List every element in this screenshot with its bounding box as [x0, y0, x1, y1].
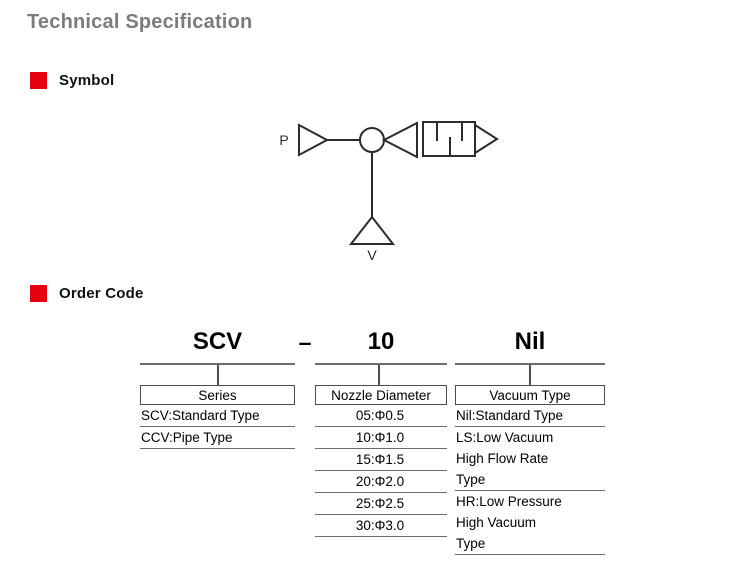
- order-code-column-series: Series SCV:Standard Type CCV:Pipe Type: [140, 385, 295, 449]
- column-header-series: Series: [140, 385, 295, 405]
- section-heading-order-code: Order Code: [30, 285, 144, 302]
- option-row: 05:Φ0.5: [315, 405, 447, 427]
- nozzle-circle-icon: [359, 127, 385, 153]
- order-code-column-nozzle-diameter: Nozzle Diameter 05:Φ0.5 10:Φ1.0 15:Φ1.5 …: [315, 385, 447, 537]
- option-row: 25:Φ2.5: [315, 493, 447, 515]
- option-row: 20:Φ2.0: [315, 471, 447, 493]
- column-body-nozzle-diameter: 05:Φ0.5 10:Φ1.0 15:Φ1.5 20:Φ2.0 25:Φ2.5 …: [315, 405, 447, 537]
- column-body-vacuum-type: Nil:Standard Type LS:Low Vacuum High Flo…: [455, 405, 605, 555]
- connector-stem-series: [217, 365, 219, 385]
- option-row: Type: [455, 533, 605, 555]
- diffuser-triangle-icon: [381, 121, 418, 159]
- vacuum-port-triangle-icon: [348, 215, 396, 245]
- section-heading-symbol: Symbol: [30, 72, 114, 89]
- section-label-order-code: Order Code: [59, 285, 144, 302]
- option-row: HR:Low Pressure: [456, 494, 562, 509]
- port-label-v: V: [367, 247, 377, 263]
- connector-stem-nozzle: [378, 365, 380, 385]
- code-rule-series: [140, 363, 295, 365]
- column-header-nozzle-diameter: Nozzle Diameter: [315, 385, 447, 405]
- option-row: 30:Φ3.0: [315, 515, 447, 537]
- vacuum-ejector-symbol-diagram: P V: [265, 105, 505, 265]
- page-title: Technical Specification: [27, 11, 253, 33]
- exhaust-triangle-icon: [474, 123, 499, 155]
- red-square-bullet-icon: [30, 72, 47, 89]
- option-row: CCV:Pipe Type: [140, 427, 295, 449]
- option-row: High Flow Rate: [456, 451, 549, 466]
- code-rule-vacuum: [455, 363, 605, 365]
- option-row: Type: [455, 469, 605, 491]
- order-code-part-nozzle: 10: [367, 328, 395, 355]
- symbol-svg: P V: [279, 121, 499, 263]
- port-label-p: P: [279, 132, 288, 148]
- code-rule-nozzle: [315, 363, 447, 365]
- section-label-symbol: Symbol: [59, 72, 115, 89]
- column-body-series: SCV:Standard Type CCV:Pipe Type: [140, 405, 295, 449]
- column-header-vacuum-type: Vacuum Type: [455, 385, 605, 405]
- supply-arrow-triangle-icon: [298, 123, 330, 157]
- order-code-part-vacuum: Nil: [514, 328, 546, 355]
- order-code-part-series: SCV: [192, 328, 243, 355]
- order-code-column-vacuum-type: Vacuum Type Nil:Standard Type LS:Low Vac…: [455, 385, 605, 555]
- option-row: SCV:Standard Type: [140, 405, 295, 427]
- order-code-diagram: SCV – 10 Nil Series SCV:Standard Type CC…: [0, 325, 750, 571]
- option-row: 15:Φ1.5: [315, 449, 447, 471]
- option-row: 10:Φ1.0: [315, 427, 447, 449]
- option-row: LS:Low Vacuum: [456, 430, 554, 445]
- order-code-separator: –: [298, 329, 312, 355]
- red-square-bullet-icon: [30, 285, 47, 302]
- option-row: Nil:Standard Type: [455, 405, 605, 427]
- connector-stem-vacuum: [529, 365, 531, 385]
- option-row: High Vacuum: [456, 515, 537, 530]
